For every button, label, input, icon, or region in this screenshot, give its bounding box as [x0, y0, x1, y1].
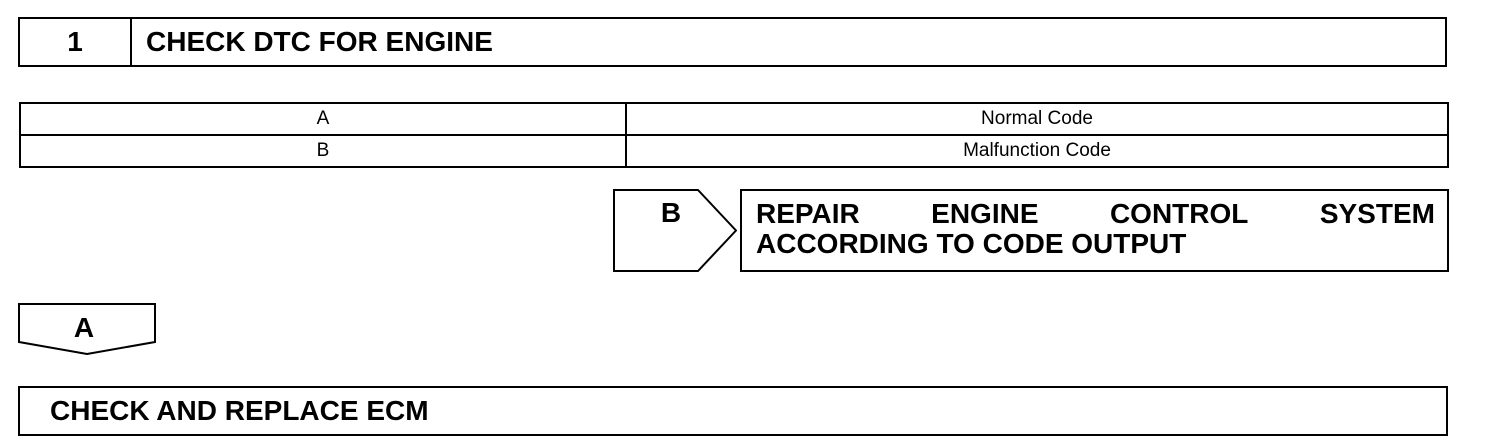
condition-cell: Normal Code — [625, 102, 1449, 136]
branch-a-label: A — [73, 312, 95, 343]
step-title: CHECK DTC FOR ENGINE — [146, 26, 493, 57]
next-step-box: CHECK AND REPLACE ECM — [18, 386, 1448, 436]
branch-b-label: B — [660, 197, 682, 228]
action-word: ENGINE — [931, 198, 1039, 229]
condition-cell: Malfunction Code — [625, 134, 1449, 168]
action-word: CONTROL — [1109, 198, 1249, 229]
result-table: A Normal Code B Malfunction Code — [19, 102, 1449, 168]
result-cell: B — [19, 134, 627, 168]
action-line-2: ACCORDING TO CODE OUTPUT — [756, 228, 1187, 259]
result-cell: A — [19, 102, 627, 136]
action-word: REPAIR — [756, 198, 860, 229]
table-row: A Normal Code — [19, 102, 1449, 136]
repair-action-box: REPAIR ENGINE CONTROL SYSTEM ACCORDING T… — [740, 189, 1449, 272]
action-line-1: REPAIR ENGINE CONTROL SYSTEM — [756, 199, 1435, 229]
right-arrow-icon — [613, 189, 737, 272]
step-number: 1 — [20, 19, 132, 65]
step-header: 1 CHECK DTC FOR ENGINE — [18, 17, 1447, 67]
down-arrow-icon — [18, 303, 156, 355]
table-row: B Malfunction Code — [19, 134, 1449, 168]
action-word: SYSTEM — [1319, 198, 1435, 229]
